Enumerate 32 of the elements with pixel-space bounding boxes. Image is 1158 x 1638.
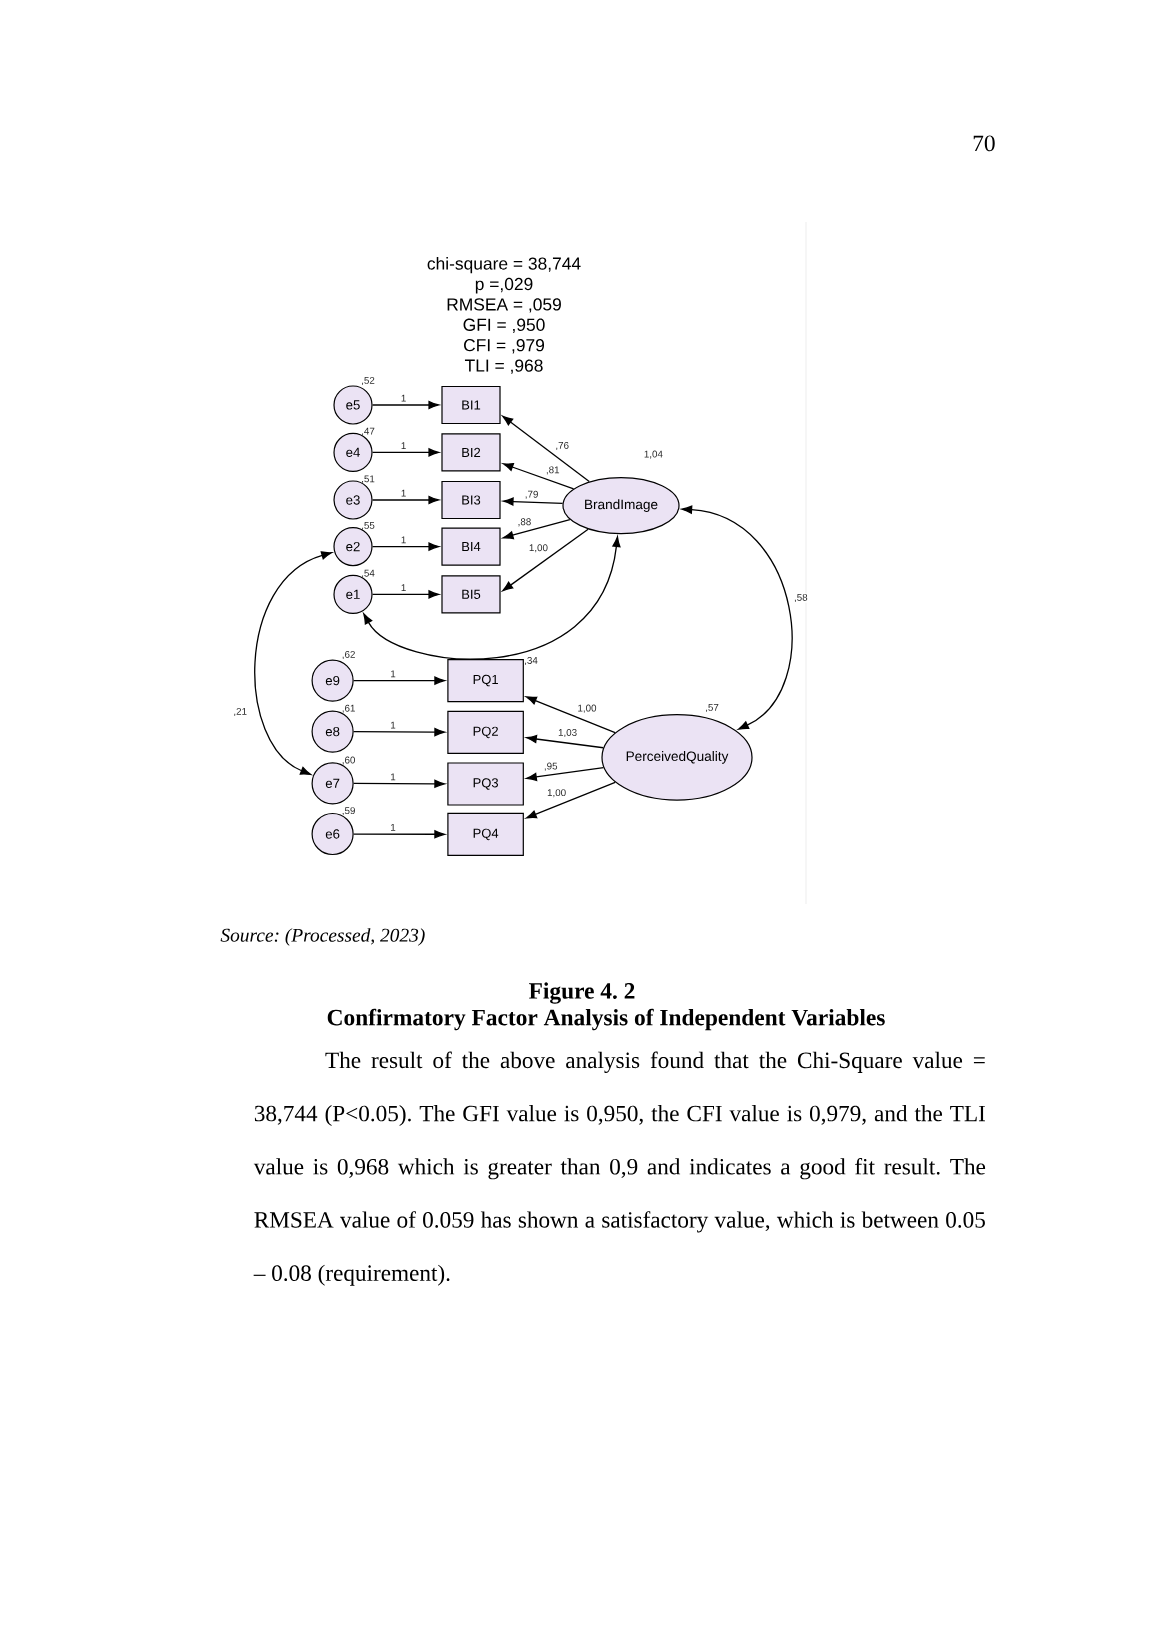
fit-statistic: TLI = ,968 — [464, 359, 543, 374]
arrow — [353, 830, 446, 839]
fit-statistic: p =,029 — [475, 277, 533, 294]
arrow — [526, 734, 604, 749]
arrow — [502, 463, 575, 490]
figure-number: Figure 4. 2 — [529, 982, 635, 1004]
arrow — [371, 542, 440, 551]
arrow — [502, 518, 571, 540]
arrow — [353, 779, 446, 788]
fit-statistic: CFI = ,979 — [464, 339, 544, 354]
arrow — [371, 495, 440, 505]
arrow — [371, 590, 440, 599]
fit-statistic: RMSEA = ,059 — [447, 298, 561, 313]
arrow — [525, 781, 616, 819]
arrow — [526, 766, 605, 782]
curved-arrow — [254, 551, 333, 775]
fit-statistic: chi-square = 38,744 — [427, 256, 581, 274]
arrow — [353, 676, 446, 685]
body-paragraph: The result of the above analysis found that the Chi-Square value = 38,744 (P<0.05). The GFI value is 0,950, the CFI value is 0,979, and the TLI value is 0,968 which is greater than 0,9 and indicates a good fit result. The RMSEA value of 0.059 has shown a satisfactory value, which is between 0.05 – 0.08 (requirement). — [253, 1051, 986, 1286]
arrow — [525, 696, 616, 734]
arrow — [353, 727, 446, 737]
fit-statistic: GFI = ,950 — [463, 318, 545, 333]
figure-title: Confirmatory Factor Analysis of Independent Variables — [327, 1008, 885, 1031]
arrow — [502, 528, 589, 592]
page-number: 70 — [973, 135, 995, 152]
arrow — [371, 400, 440, 410]
arrow — [371, 448, 440, 457]
arrow — [502, 415, 590, 483]
arrow — [502, 497, 564, 506]
curved-arrow — [681, 505, 793, 730]
curved-arrow — [363, 536, 621, 660]
source-note: Source: (Processed, 2023) — [220, 928, 425, 946]
